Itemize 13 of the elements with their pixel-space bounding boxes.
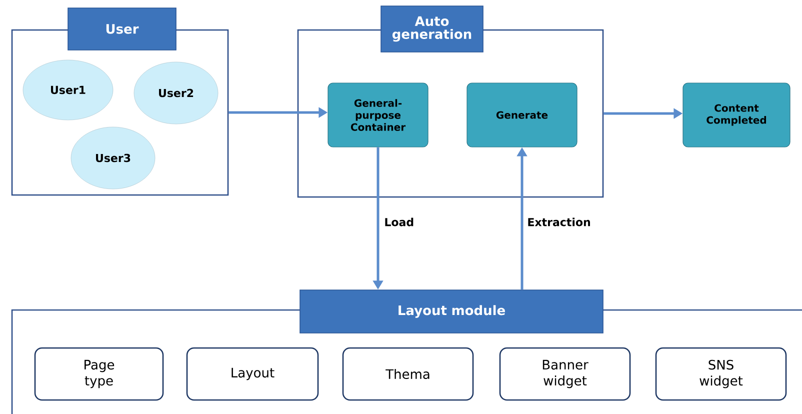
process-box: Generate xyxy=(466,82,578,148)
process-box: General-purpose Container xyxy=(328,82,428,148)
header-box: Layout module xyxy=(300,290,604,334)
module-box: Thema xyxy=(342,347,474,401)
process-box: Content Completed xyxy=(682,82,790,148)
edge-label: Extraction xyxy=(526,216,592,228)
header-box: User xyxy=(68,8,176,50)
module-box: Page type xyxy=(34,347,164,401)
header-box: Auto generation xyxy=(380,6,484,52)
module-box: Banner widget xyxy=(499,347,631,401)
module-box: Layout xyxy=(186,347,319,401)
edge-label: Load xyxy=(383,216,416,228)
module-box: SNS widget xyxy=(655,347,787,401)
